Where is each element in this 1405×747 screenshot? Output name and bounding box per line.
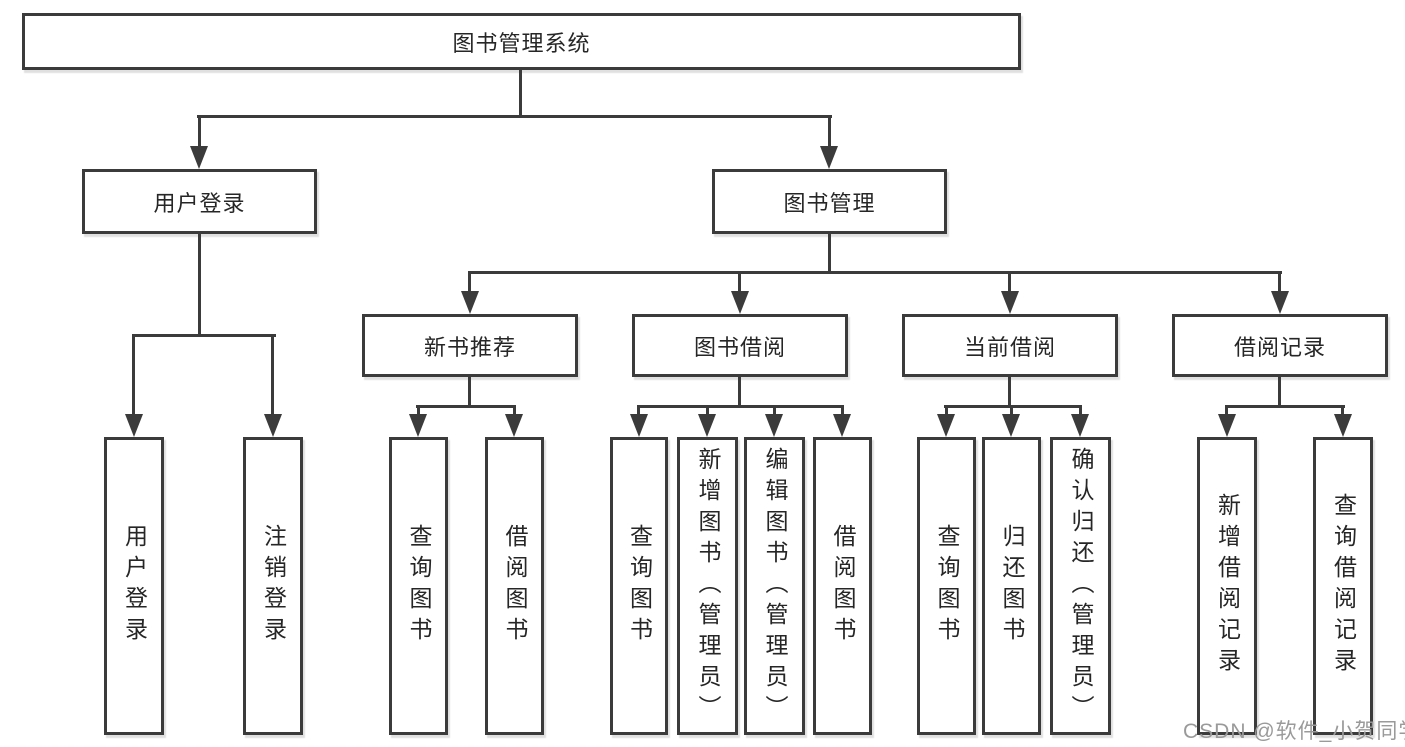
leaf-current-confirm-return-admin: 确认归还（管理员）: [1050, 437, 1111, 735]
connector: [416, 405, 516, 408]
connector: [945, 405, 948, 416]
node-user-login: 用户登录: [82, 169, 317, 234]
arrowhead-down: [833, 414, 851, 437]
node-label: 编辑图书（管理员）: [762, 446, 788, 726]
arrowhead-down: [1071, 414, 1089, 437]
connector: [468, 271, 1282, 274]
node-label: 当前借阅: [963, 334, 1056, 360]
connector: [271, 334, 274, 415]
node-label: 新书推荐: [423, 334, 516, 360]
leaf-borrowing-edit-books-admin: 编辑图书（管理员）: [744, 437, 805, 735]
leaf-newbook-query-books: 查询图书: [389, 437, 448, 735]
node-book-borrowing: 图书借阅: [632, 314, 848, 377]
connector: [468, 271, 471, 293]
connector: [132, 334, 276, 337]
node-label: 图书借阅: [693, 334, 786, 360]
node-label: 借阅图书: [502, 524, 528, 648]
node-label: 查询图书: [934, 524, 960, 648]
leaf-records-add-record: 新增借阅记录: [1197, 437, 1257, 735]
connector: [1225, 405, 1345, 408]
connector: [637, 405, 843, 408]
connector: [417, 405, 420, 416]
connector: [828, 234, 831, 274]
node-label: 查询图书: [626, 524, 653, 648]
node-current-borrowing: 当前借阅: [902, 314, 1118, 377]
arrowhead-down: [1218, 414, 1236, 437]
connector: [841, 405, 844, 416]
arrowhead-down: [505, 414, 523, 437]
connector: [1010, 405, 1013, 416]
connector: [706, 405, 709, 416]
arrowhead-down: [409, 414, 427, 437]
connector: [513, 405, 516, 416]
node-label: 归还图书: [999, 524, 1025, 648]
leaf-current-return-books: 归还图书: [982, 437, 1041, 735]
node-label: 查询图书: [406, 524, 432, 648]
leaf-user-login: 用户登录: [104, 437, 164, 735]
connector: [1278, 271, 1281, 293]
arrowhead-down: [1271, 291, 1289, 314]
arrowhead-down: [731, 291, 749, 314]
leaf-records-query-record: 查询借阅记录: [1313, 437, 1373, 735]
node-label: 新增借阅记录: [1214, 493, 1241, 679]
arrowhead-down: [765, 414, 783, 437]
connector: [773, 405, 776, 416]
connector: [132, 334, 135, 415]
node-label: 图书管理系统: [452, 30, 591, 56]
connector: [198, 115, 201, 147]
leaf-logout: 注销登录: [243, 437, 303, 735]
connector: [468, 377, 471, 408]
node-label: 新增图书（管理员）: [695, 446, 721, 726]
connector: [197, 115, 832, 118]
connector: [519, 69, 522, 118]
node-label: 注销登录: [260, 524, 287, 648]
arrowhead-down: [264, 414, 282, 437]
node-label: 用户登录: [153, 190, 246, 216]
node-label: 确认归还（管理员）: [1068, 446, 1094, 726]
csdn-watermark: CSDN @软件_小贺同学: [1183, 720, 1405, 743]
connector: [1008, 377, 1011, 408]
connector: [1278, 377, 1281, 408]
arrowhead-down: [461, 291, 479, 314]
arrowhead-down: [630, 414, 648, 437]
arrowhead-down: [698, 414, 716, 437]
arrowhead-down: [937, 414, 955, 437]
node-label: 用户登录: [121, 524, 148, 648]
arrowhead-down: [1001, 291, 1019, 314]
connector: [944, 405, 1082, 408]
arrowhead-down: [190, 146, 208, 169]
leaf-borrowing-add-books-admin: 新增图书（管理员）: [677, 437, 738, 735]
connector: [198, 234, 201, 337]
connector: [1079, 405, 1082, 416]
node-label: 查询借阅记录: [1330, 493, 1357, 679]
arrowhead-down: [1334, 414, 1352, 437]
leaf-current-query-books: 查询图书: [917, 437, 976, 735]
arrowhead-down: [820, 146, 838, 169]
node-book-management: 图书管理: [712, 169, 947, 234]
connector: [1225, 405, 1228, 416]
node-library-system: 图书管理系统: [22, 13, 1021, 70]
connector: [828, 115, 831, 147]
arrowhead-down: [1002, 414, 1020, 437]
leaf-newbook-borrow-books: 借阅图书: [485, 437, 544, 735]
connector: [1341, 405, 1344, 416]
connector: [637, 405, 640, 416]
node-new-book-recommend: 新书推荐: [362, 314, 578, 377]
arrowhead-down: [125, 414, 143, 437]
connector: [738, 377, 741, 408]
connector: [1008, 271, 1011, 293]
node-borrowing-records: 借阅记录: [1172, 314, 1388, 377]
leaf-borrowing-query-books: 查询图书: [610, 437, 668, 735]
leaf-borrowing-borrow-books: 借阅图书: [813, 437, 872, 735]
connector: [738, 271, 741, 293]
node-label: 借阅记录: [1233, 334, 1326, 360]
node-label: 图书管理: [783, 190, 876, 216]
node-label: 借阅图书: [830, 524, 856, 648]
